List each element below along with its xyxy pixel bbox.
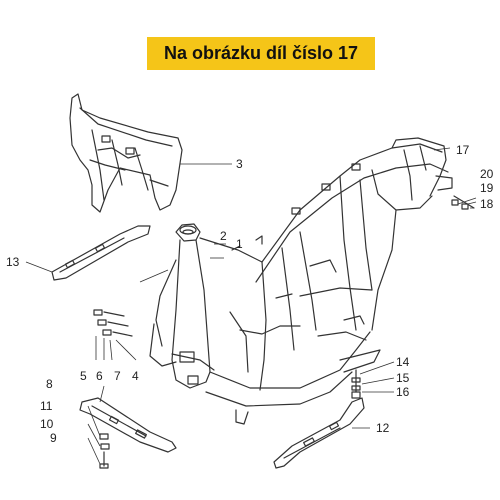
footboard-bracket-part-13 xyxy=(51,225,151,281)
fastener-stack-14-16 xyxy=(351,369,361,399)
callout-20: 20 xyxy=(480,167,494,181)
callout-8: 8 xyxy=(46,377,53,391)
steering-ring-part-2 xyxy=(179,225,197,235)
lower-bracket-part-8 xyxy=(79,397,177,453)
callout-5: 5 xyxy=(80,369,87,383)
lower-bracket-part-12 xyxy=(273,397,365,469)
main-frame-part-17 xyxy=(149,137,453,425)
front-subframe-part-3 xyxy=(69,93,183,213)
part-number-banner: Na obrázku díl číslo 17 xyxy=(147,37,375,70)
callout-6: 6 xyxy=(96,369,103,383)
callout-9: 9 xyxy=(50,431,57,445)
callout-1: 1 xyxy=(236,237,243,251)
callout-18: 18 xyxy=(480,197,494,211)
fastener-stack-9-11 xyxy=(99,433,110,469)
callout-16: 16 xyxy=(396,385,410,399)
callout-17: 17 xyxy=(456,143,470,157)
callout-2: 2 xyxy=(220,229,227,243)
callout-3: 3 xyxy=(236,157,243,171)
callout-15: 15 xyxy=(396,371,410,385)
callout-14: 14 xyxy=(396,355,410,369)
callout-12: 12 xyxy=(376,421,390,435)
callout-4: 4 xyxy=(132,369,139,383)
callout-labels: 1 2 3 4 5 6 7 8 9 10 11 12 13 14 15 16 1… xyxy=(6,143,494,445)
leader-lines xyxy=(25,147,477,465)
callout-19: 19 xyxy=(480,181,494,195)
callout-11: 11 xyxy=(40,399,53,413)
fastener-stack-4-7 xyxy=(93,309,133,337)
callout-7: 7 xyxy=(114,369,121,383)
callout-10: 10 xyxy=(40,417,54,431)
callout-13: 13 xyxy=(6,255,20,269)
